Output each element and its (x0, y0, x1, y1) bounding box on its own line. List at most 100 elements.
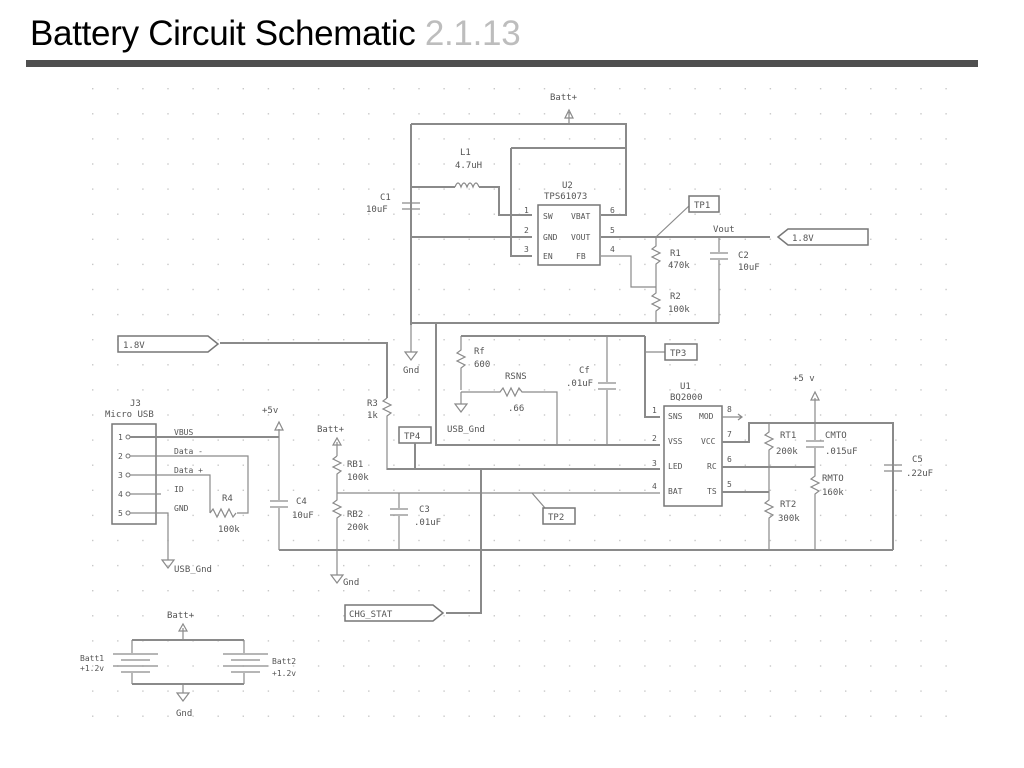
grid-dot (443, 439, 445, 441)
grid-dot (619, 389, 621, 391)
grid-dot (920, 690, 922, 692)
usb-gnd-left-label: USB_Gnd (174, 565, 212, 575)
c2-capacitor-icon (710, 237, 728, 323)
grid-dot (292, 414, 295, 416)
r3-resistor-icon (381, 397, 393, 470)
j3-pin-number: 4 (118, 490, 123, 499)
wire-data-plus (130, 474, 211, 513)
grid-dot (819, 389, 822, 391)
grid-dot (594, 113, 596, 115)
grid-dot (443, 564, 445, 567)
grid-dot (443, 489, 445, 491)
grid-dot (769, 489, 772, 491)
grid-dot (418, 590, 420, 592)
grid-dot (694, 615, 696, 617)
grid-dot (644, 88, 646, 90)
grid-dot (719, 690, 721, 692)
grid-dot (343, 88, 345, 90)
plus5v-left-label: +5v (262, 406, 278, 416)
grid-dot (267, 88, 270, 90)
grid-dot (167, 213, 169, 215)
grid-dot (619, 339, 621, 341)
grid-dot (368, 238, 370, 240)
version-number: 2.1.13 (424, 14, 521, 53)
grid-dot (217, 288, 219, 291)
grid-dot (418, 665, 420, 667)
grid-dot (393, 715, 395, 717)
grid-dot (418, 138, 420, 140)
c4-capacitor-icon (270, 500, 288, 550)
grid-dot (518, 364, 521, 366)
grid-dot (744, 163, 746, 165)
grid-dot (117, 640, 119, 642)
j3-pin-name: GND (174, 504, 189, 513)
grid-dot (317, 364, 320, 366)
grid-dot (267, 489, 270, 491)
grid-dot (644, 564, 646, 567)
grid-dot (217, 439, 219, 441)
grid-dot (719, 313, 721, 316)
grid-dot (117, 163, 119, 165)
grid-dot (292, 113, 295, 115)
grid-dot (167, 389, 169, 391)
grid-dot (317, 213, 320, 215)
grid-dot (142, 539, 144, 542)
grid-dot (217, 690, 219, 692)
grid-dot (317, 389, 320, 391)
grid-dot (343, 489, 345, 491)
grid-dot (518, 715, 521, 717)
grid-dot (192, 188, 194, 190)
grid-dot (267, 590, 270, 592)
grid-dot (594, 590, 596, 592)
grid-dot (317, 414, 320, 416)
grid-dot (368, 213, 370, 215)
grid-dot (769, 113, 772, 115)
grid-dot (769, 414, 772, 416)
grid-dot (644, 489, 646, 491)
grid-dot (418, 364, 420, 366)
grid-dot (292, 263, 295, 266)
grid-dot (192, 288, 194, 291)
grid-dot (543, 564, 546, 567)
grid-dot (92, 238, 94, 240)
grid-dot (870, 539, 872, 542)
grid-dot (117, 564, 119, 567)
grid-dot (568, 590, 571, 592)
u1-chip (663, 405, 723, 507)
grid-dot (669, 590, 671, 592)
grid-dot (644, 138, 646, 140)
grid-dot (619, 238, 621, 240)
r2-resistor-icon (650, 287, 662, 323)
grid-dot (393, 564, 395, 567)
grid-dot (568, 339, 571, 341)
tp2-label: TP2 (548, 513, 564, 523)
wire-data-minus (130, 455, 249, 514)
grid-dot (267, 138, 270, 140)
grid-dot (870, 715, 872, 717)
c4-ref: C4 (296, 497, 307, 507)
grid-dot (192, 489, 194, 491)
grid-dot (845, 163, 847, 165)
grid-dot (142, 389, 144, 391)
grid-dot (317, 615, 320, 617)
grid-dot (568, 138, 571, 140)
grid-dot (242, 263, 244, 266)
grid-dot (845, 288, 847, 291)
grid-dot (543, 389, 546, 391)
grid-dot (895, 439, 897, 441)
grid-dot (895, 288, 897, 291)
grid-dot (267, 313, 270, 316)
u1-pin-num: 3 (652, 459, 657, 468)
grid-dot (543, 364, 546, 366)
grid-dot (393, 138, 395, 140)
grid-dot (819, 113, 822, 115)
grid-dot (217, 389, 219, 391)
grid-dot (568, 113, 571, 115)
grid-dot (317, 464, 320, 466)
rb1-resistor-icon (331, 455, 343, 493)
grid-dot (619, 138, 621, 140)
grid-dot (945, 665, 947, 667)
grid-dot (142, 690, 144, 692)
grid-dot (317, 715, 320, 717)
grid-dot (292, 464, 295, 466)
